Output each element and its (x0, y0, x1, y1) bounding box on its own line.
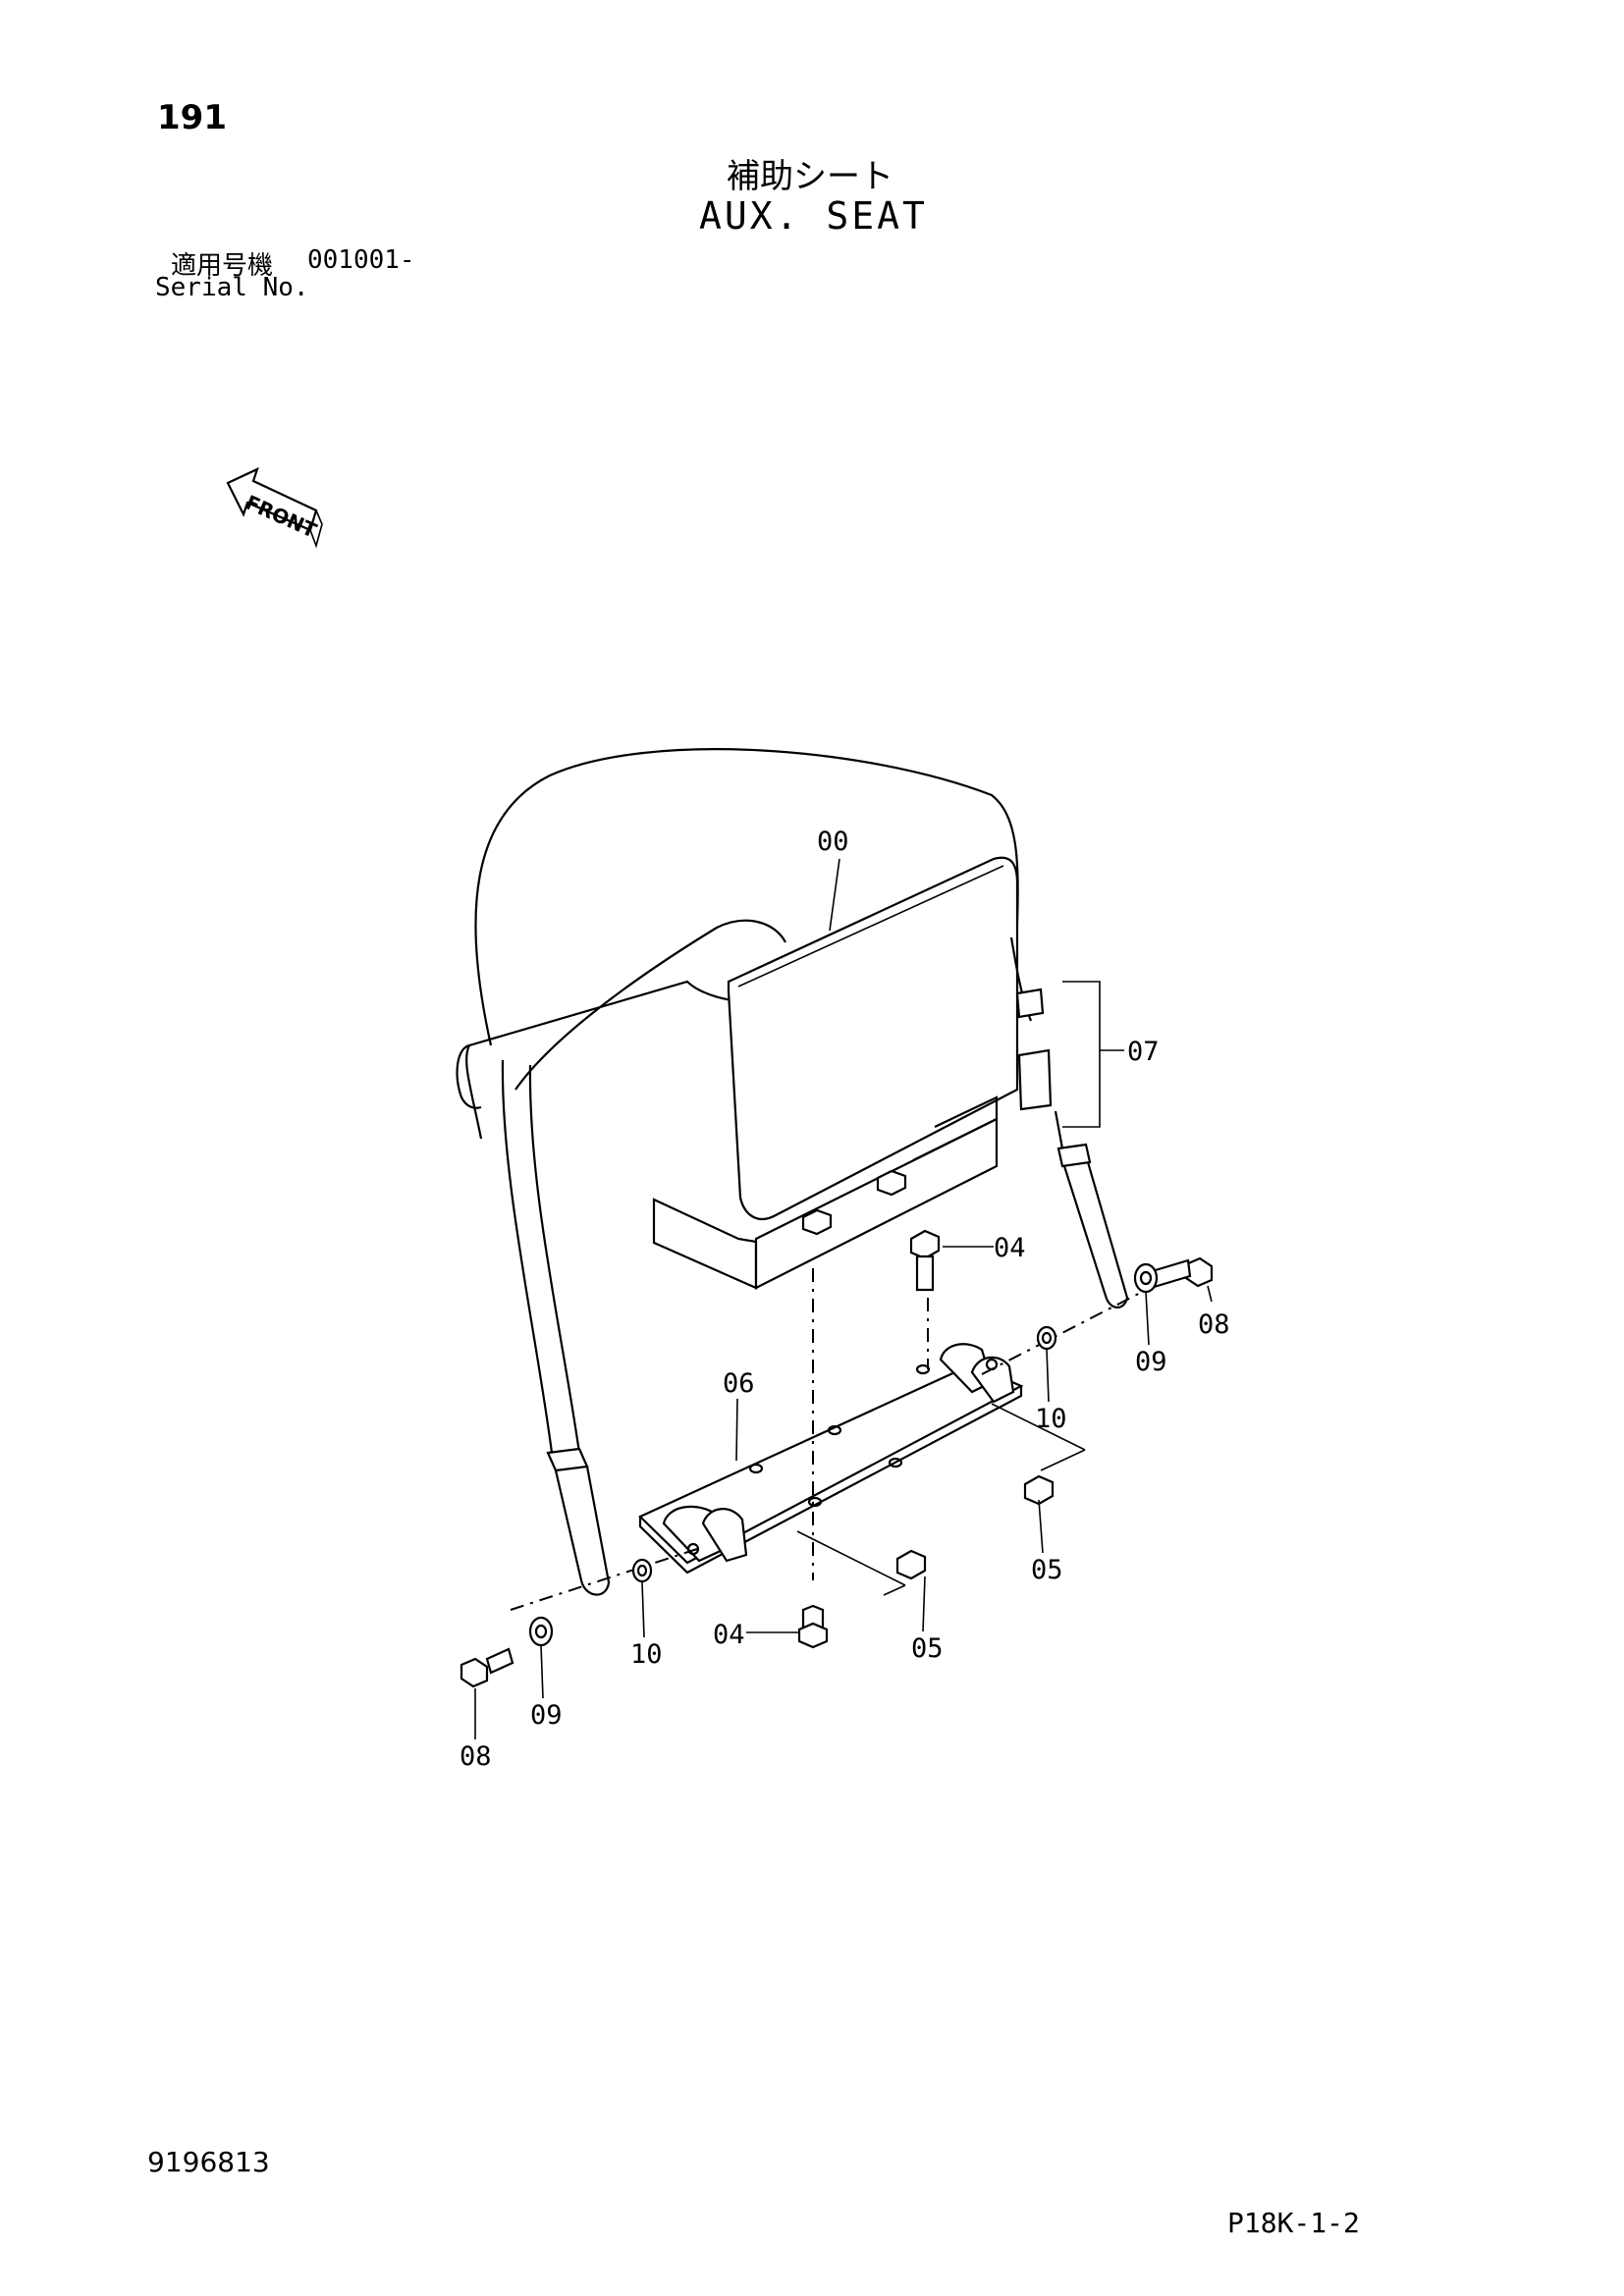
callout-harness: 07 (1127, 1037, 1160, 1067)
callout-collar-right: 10 (1035, 1404, 1067, 1434)
callout-bolt-upper: 04 (994, 1233, 1026, 1263)
serial-label-japanese: 適用号機 (171, 251, 274, 281)
hardware-parts (460, 1229, 1214, 1688)
callout-washer-right: 09 (1135, 1347, 1167, 1377)
callout-leaders (474, 858, 1213, 1739)
callout-nut-right: 05 (1031, 1555, 1063, 1585)
callout-bolt-right: 08 (1198, 1309, 1230, 1340)
front-arrow-label: FRONT (242, 491, 320, 543)
title-japanese: 補助シート (727, 157, 893, 196)
callout-washer-left: 09 (530, 1700, 563, 1731)
callout-bracket: 06 (723, 1368, 755, 1399)
callout-bolt-left: 08 (460, 1741, 492, 1772)
mounting-bracket (638, 1343, 1024, 1575)
document-id: 9196813 (147, 2146, 270, 2178)
serial-label-english: Serial No. (155, 273, 309, 302)
callout-bolt-lower: 04 (713, 1620, 745, 1650)
callout-seat: 00 (817, 827, 849, 857)
left-arm-strap (501, 1059, 611, 1596)
serial-number-range: 001001- (307, 245, 415, 275)
callout-collar-left: 10 (630, 1639, 663, 1670)
right-arm-strap (1009, 936, 1129, 1308)
page-number: 191 (157, 98, 227, 137)
front-direction-arrow: FRONT (226, 466, 323, 549)
page-code: P18K-1-2 (1227, 2207, 1360, 2239)
seat-assembly (456, 748, 1019, 1290)
assembly-center-lines (510, 1268, 1155, 1611)
callout-nut-lower: 05 (911, 1633, 944, 1664)
title-english: AUX. SEAT (699, 194, 928, 238)
